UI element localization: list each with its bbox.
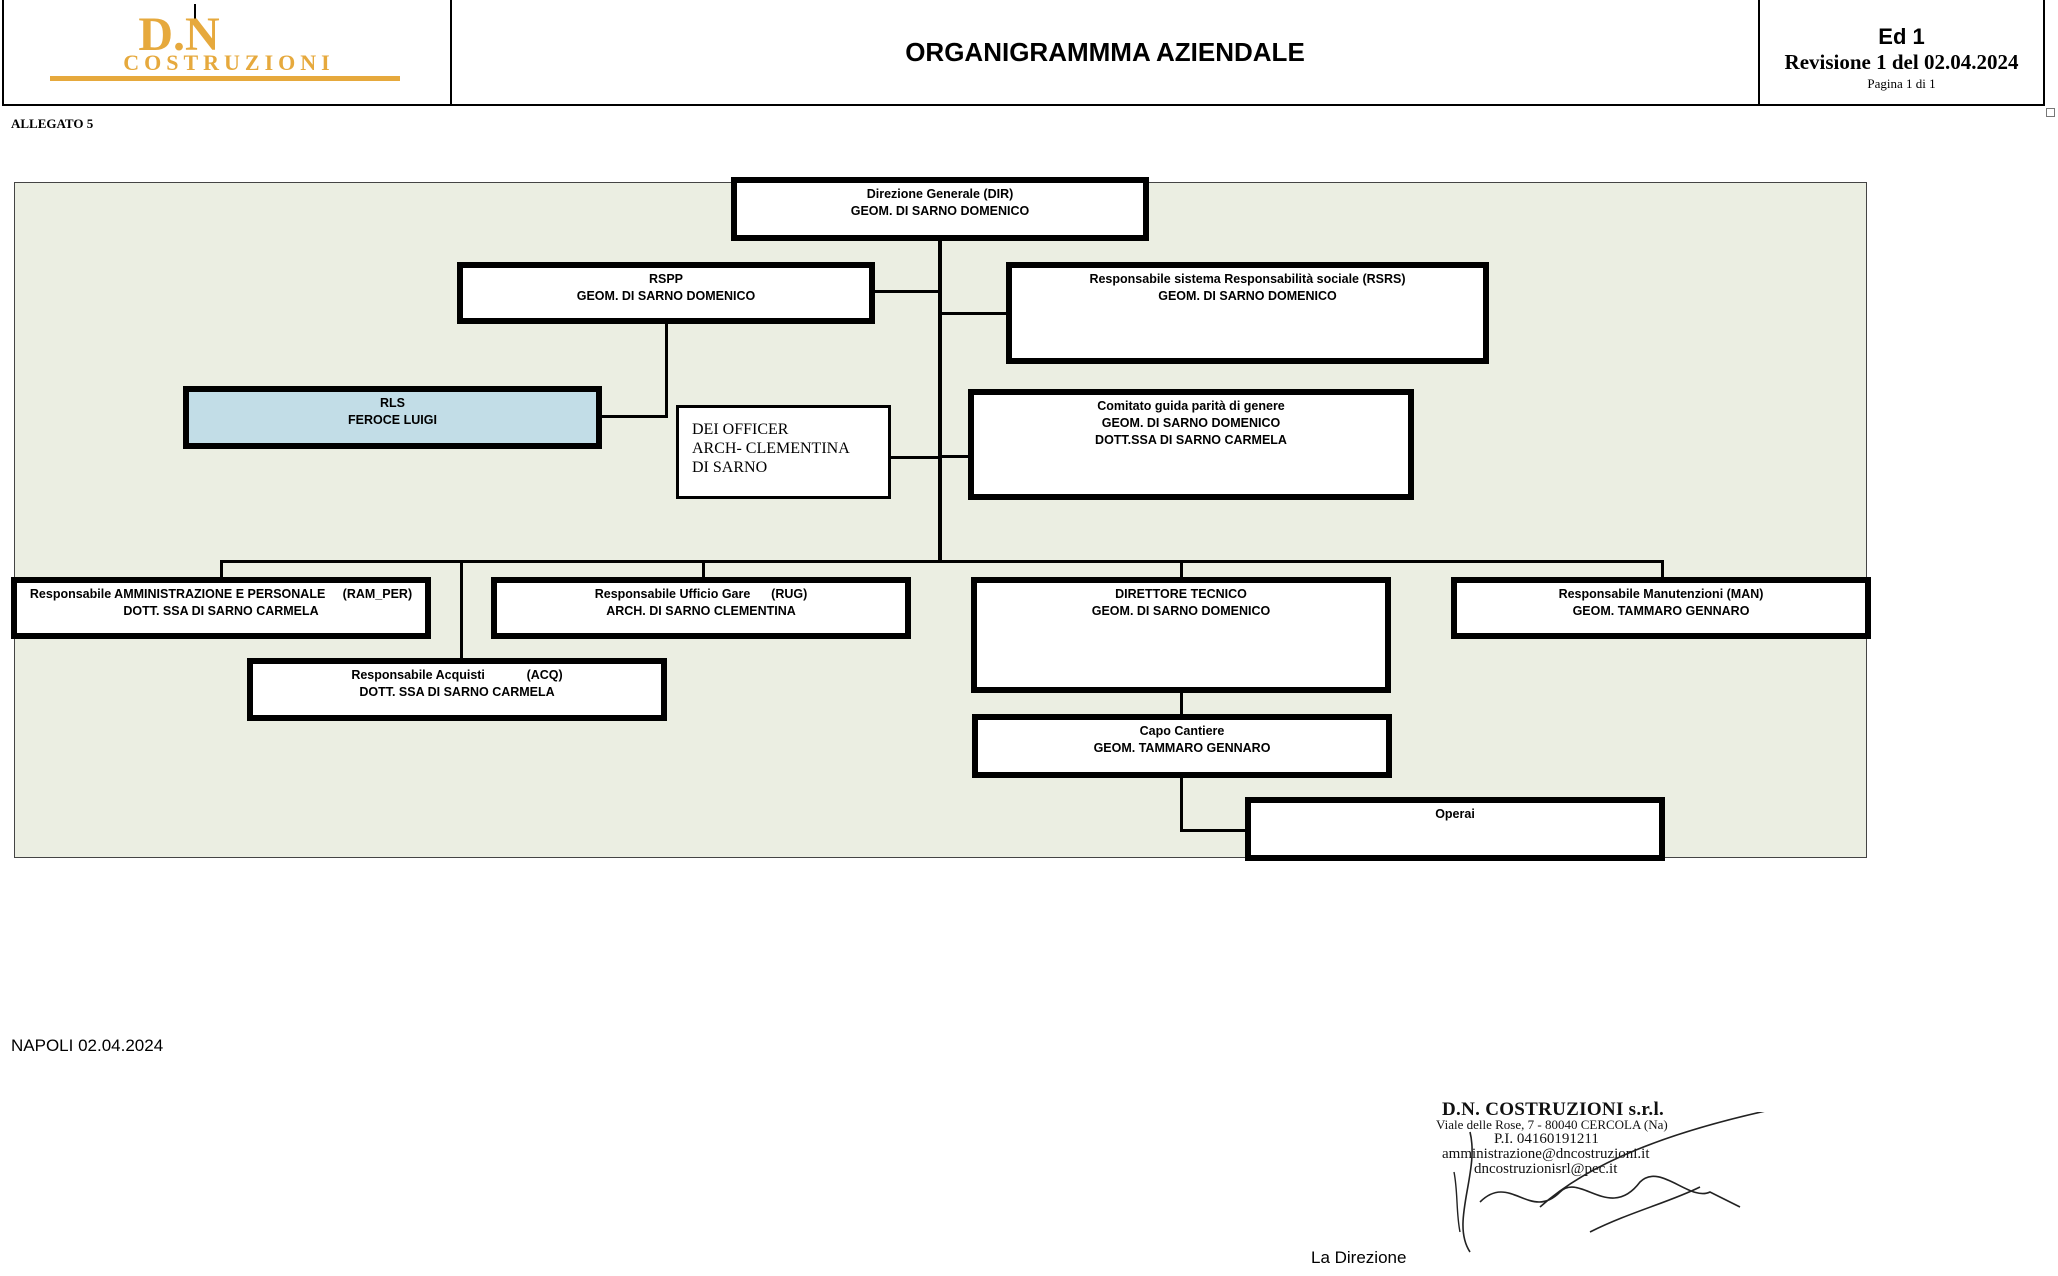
stamp-company: D.N. COSTRUZIONI s.r.l.	[1442, 1099, 1665, 1120]
dei-line-1: DEI OFFICER	[692, 421, 789, 438]
box-rls: RLS FEROCE LUIGI	[183, 386, 602, 449]
connector-acq	[460, 560, 463, 659]
stamp-email: amministrazione@dncostruzioni.it	[1442, 1146, 1650, 1162]
box-role: RSPP	[648, 272, 684, 286]
connector-comitato	[940, 455, 980, 458]
box-role: Responsabile AMMINISTRAZIONE E PERSONALE…	[29, 587, 413, 601]
stamp-vat: P.I. 04160191211	[1494, 1131, 1599, 1147]
revision-label: Revisione 1 del 02.04.2024	[1784, 50, 2019, 74]
box-role: Responsabile Acquisti (ACQ)	[351, 668, 563, 682]
corner-marker	[2046, 108, 2055, 117]
box-role: Capo Cantiere	[1139, 724, 1225, 738]
box-role: DIRETTORE TECNICO	[1115, 587, 1247, 601]
box-acquisti: Responsabile Acquisti (ACQ) DOTT. SSA DI…	[247, 658, 667, 721]
document-title: ORGANIGRAMMMA AZIENDALE	[452, 0, 1760, 104]
box-ram-per: Responsabile AMMINISTRAZIONE E PERSONALE…	[11, 577, 431, 639]
company-stamp: D.N. COSTRUZIONI s.r.l. Viale delle Rose…	[1436, 1099, 1816, 1177]
logo-monogram: D.N	[138, 8, 220, 61]
connector-dei	[889, 456, 940, 459]
connector-man	[1661, 560, 1664, 581]
connector-rsrs	[940, 312, 1010, 315]
connector-operai-vertical	[1180, 776, 1183, 831]
revision-block: Ed 1 Revisione 1 del 02.04.2024 Pagina 1…	[1760, 0, 2043, 104]
box-capo-cantiere: Capo Cantiere GEOM. TAMMARO GENNARO	[972, 714, 1392, 778]
connector-operai-horizontal	[1180, 829, 1247, 832]
box-person: GEOM. TAMMARO GENNARO	[1093, 741, 1271, 755]
connector-rug	[702, 560, 705, 581]
stamp-pec: dncostruzionisrl@pec.it	[1474, 1161, 1618, 1177]
dei-line-3: DI SARNO	[692, 459, 768, 476]
box-person: DOTT. SSA DI SARNO CARMELA	[359, 685, 555, 699]
stamp-address: Viale delle Rose, 7 - 80040 CERCOLA (Na)	[1436, 1117, 1668, 1132]
edition-label: Ed 1	[1878, 24, 1925, 49]
page-label: Pagina 1 di 1	[1867, 76, 1936, 91]
box-person: GEOM. DI SARNO DOMENICO	[576, 289, 756, 303]
box-person: GEOM. DI SARNO DOMENICO	[1101, 416, 1281, 430]
box-person: GEOM. DI SARNO DOMENICO	[1158, 289, 1337, 303]
box-direzione-generale: Direzione Generale (DIR) GEOM. DI SARNO …	[731, 177, 1149, 241]
box-manutenzioni: Responsabile Manutenzioni (MAN) GEOM. TA…	[1451, 577, 1871, 639]
box-comitato-parita: Comitato guida parità di genere GEOM. DI…	[968, 389, 1414, 500]
box-person: DOTT. SSA DI SARNO CARMELA	[123, 604, 319, 618]
connector-rls-horizontal	[598, 415, 668, 418]
connector-level2-horizontal	[220, 560, 1664, 563]
connector-rls-vertical	[665, 323, 668, 418]
box-role: Responsabile Manutenzioni (MAN)	[1558, 587, 1764, 601]
box-person: DOTT.SSA DI SARNO CARMELA	[1095, 433, 1287, 447]
connector-main-vertical	[938, 238, 942, 562]
box-role: Operai	[1435, 807, 1475, 821]
box-role: Direzione Generale (DIR)	[866, 187, 1014, 201]
connector-rspp	[870, 290, 940, 293]
logo-company: COSTRUZIONI	[123, 50, 334, 75]
company-logo: D.N COSTRUZIONI	[4, 0, 452, 104]
box-role: RLS	[380, 396, 405, 410]
connector-ram	[220, 560, 223, 581]
place-date: NAPOLI 02.04.2024	[11, 1036, 164, 1055]
box-role: Comitato guida parità di genere	[1097, 399, 1285, 413]
dei-line-2: ARCH- CLEMENTINA	[692, 440, 850, 457]
box-operai: Operai	[1245, 797, 1665, 861]
handwritten-signature	[1453, 1112, 1765, 1253]
allegato-label: ALLEGATO 5	[11, 116, 94, 131]
box-person: GEOM. DI SARNO DOMENICO	[850, 204, 1030, 218]
box-person: ARCH. DI SARNO CLEMENTINA	[606, 604, 796, 618]
box-rsrs: Responsabile sistema Responsabilità soci…	[1006, 262, 1489, 364]
connector-capo	[1180, 692, 1183, 716]
box-person: FEROCE LUIGI	[348, 413, 437, 427]
box-rug: Responsabile Ufficio Gare (RUG) ARCH. DI…	[491, 577, 911, 639]
box-role: Responsabile sistema Responsabilità soci…	[1089, 272, 1406, 286]
connector-dt	[1180, 560, 1183, 581]
dn-costruzioni-logo: D.N COSTRUZIONI	[50, 4, 400, 81]
document-header: D.N COSTRUZIONI ORGANIGRAMMMA AZIENDALE …	[2, 0, 2045, 106]
box-person: GEOM. DI SARNO DOMENICO	[1091, 604, 1271, 618]
box-direttore-tecnico: DIRETTORE TECNICO GEOM. DI SARNO DOMENIC…	[971, 577, 1391, 693]
box-role: Responsabile Ufficio Gare (RUG)	[594, 587, 808, 601]
box-dei-officer: DEI OFFICER ARCH- CLEMENTINA DI SARNO	[676, 405, 891, 499]
signatory-label: La Direzione	[1311, 1248, 1407, 1267]
box-rspp: RSPP GEOM. DI SARNO DOMENICO	[457, 262, 875, 324]
box-person: GEOM. TAMMARO GENNARO	[1572, 604, 1750, 618]
